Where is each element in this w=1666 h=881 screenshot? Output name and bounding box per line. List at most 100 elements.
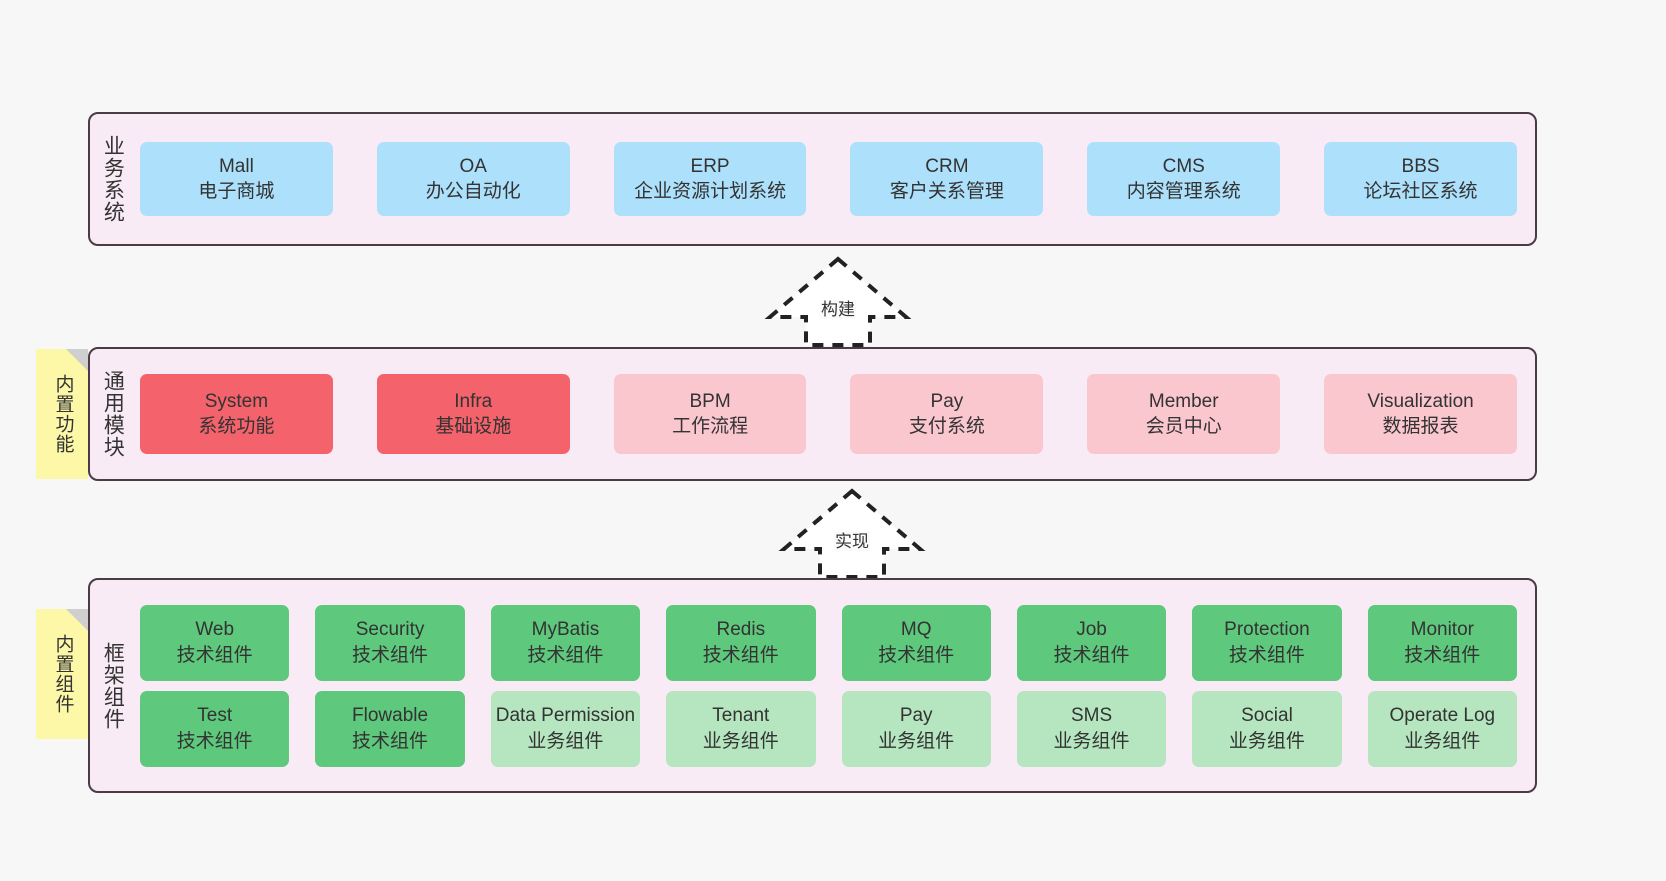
card-subtitle: 技术组件 [1404, 644, 1481, 666]
card-title: Visualization [1367, 390, 1474, 412]
connector-realize-arrow: 实现 [772, 485, 932, 581]
note-builtin-function: 内置功能 [36, 349, 88, 479]
card-erp[interactable]: ERP 企业资源计划系统 [613, 142, 807, 216]
card-subtitle: 企业资源计划系统 [634, 181, 787, 202]
card-title: Redis [716, 619, 766, 641]
card-subtitle: 技术组件 [878, 644, 955, 666]
card-row: Test 技术组件 Flowable 技术组件 Data Permission … [140, 690, 1517, 767]
card-title: Security [355, 619, 425, 641]
layer-label-framework-components: 框架组件 [101, 641, 125, 730]
card-oa[interactable]: OA 办公自动化 [376, 142, 570, 216]
card-data-permission[interactable]: Data Permission 业务组件 [490, 690, 641, 767]
card-title: Protection [1224, 619, 1310, 641]
card-title: CMS [1162, 155, 1205, 177]
card-mybatis[interactable]: MyBatis 技术组件 [490, 604, 641, 681]
card-title: MyBatis [531, 619, 600, 641]
card-title: Test [197, 705, 233, 727]
card-web[interactable]: Web 技术组件 [140, 604, 290, 681]
card-subtitle: 技术组件 [702, 644, 779, 666]
card-subtitle: 数据报表 [1382, 416, 1459, 437]
card-title: Infra [454, 390, 493, 412]
card-subtitle: 业务组件 [527, 730, 604, 752]
card-test[interactable]: Test 技术组件 [140, 690, 290, 767]
card-operate-log[interactable]: Operate Log 业务组件 [1367, 690, 1517, 767]
note-fold-corner-icon [66, 349, 88, 371]
card-flowable[interactable]: Flowable 技术组件 [315, 690, 465, 767]
card-subtitle: 业务组件 [702, 730, 779, 752]
card-pay[interactable]: Pay 支付系统 [850, 374, 1044, 454]
card-subtitle: 办公自动化 [425, 181, 521, 202]
card-subtitle: 内容管理系统 [1126, 181, 1241, 202]
card-cms[interactable]: CMS 内容管理系统 [1087, 142, 1281, 216]
card-title: OA [459, 155, 487, 177]
layer-business-systems: 业务系统 Mall 电子商城 OA 办公自动化 ERP 企业资源计划系统 CRM… [88, 112, 1537, 246]
card-title: Mall [218, 155, 254, 177]
card-title: CRM [925, 155, 969, 177]
card-row: System 系统功能 Infra 基础设施 BPM 工作流程 Pay 支付系统… [140, 374, 1517, 454]
connector-build-arrow: 构建 [758, 253, 918, 349]
card-title: Data Permission [495, 705, 636, 727]
card-row: Mall 电子商城 OA 办公自动化 ERP 企业资源计划系统 CRM 客户关系… [140, 142, 1517, 216]
card-redis[interactable]: Redis 技术组件 [666, 604, 816, 681]
layer-common-modules: 通用模块 System 系统功能 Infra 基础设施 BPM 工作流程 Pay… [88, 347, 1537, 481]
card-subtitle: 业务组件 [1228, 730, 1305, 752]
card-title: Pay [899, 705, 933, 727]
card-subtitle: 技术组件 [352, 644, 429, 666]
card-subtitle: 会员中心 [1145, 416, 1222, 437]
card-subtitle: 技术组件 [527, 644, 604, 666]
card-title: Operate Log [1389, 705, 1496, 727]
card-member[interactable]: Member 会员中心 [1087, 374, 1281, 454]
card-mall[interactable]: Mall 电子商城 [140, 142, 333, 216]
card-subtitle: 业务组件 [1404, 730, 1481, 752]
card-pay-business[interactable]: Pay 业务组件 [841, 690, 991, 767]
card-bbs[interactable]: BBS 论坛社区系统 [1324, 142, 1517, 216]
card-subtitle: 论坛社区系统 [1363, 181, 1478, 202]
card-title: BBS [1401, 155, 1440, 177]
card-title: SMS [1070, 705, 1113, 727]
card-subtitle: 技术组件 [352, 730, 429, 752]
card-title: Web [195, 619, 235, 641]
card-row: Web 技术组件 Security 技术组件 MyBatis 技术组件 Redi… [140, 604, 1517, 681]
card-title: MQ [900, 619, 932, 641]
card-title: Monitor [1410, 619, 1474, 641]
note-builtin-component-text: 内置组件 [52, 634, 74, 714]
card-sms[interactable]: SMS 业务组件 [1016, 690, 1167, 767]
card-crm[interactable]: CRM 客户关系管理 [850, 142, 1044, 216]
card-subtitle: 技术组件 [1053, 644, 1130, 666]
card-title: System [204, 390, 269, 412]
card-security[interactable]: Security 技术组件 [315, 604, 465, 681]
layer-label-common-modules: 通用模块 [101, 370, 125, 458]
card-title: Job [1076, 619, 1107, 641]
card-monitor[interactable]: Monitor 技术组件 [1367, 604, 1517, 681]
note-fold-corner-icon [66, 609, 88, 631]
card-protection[interactable]: Protection 技术组件 [1192, 604, 1342, 681]
card-subtitle: 客户关系管理 [889, 181, 1004, 202]
card-subtitle: 电子商城 [198, 181, 275, 202]
layer-body-framework-components: Web 技术组件 Security 技术组件 MyBatis 技术组件 Redi… [134, 580, 1535, 791]
card-subtitle: 业务组件 [1053, 730, 1130, 752]
card-social[interactable]: Social 业务组件 [1192, 690, 1342, 767]
card-title: Member [1148, 390, 1219, 412]
card-visualization[interactable]: Visualization 数据报表 [1324, 374, 1517, 454]
card-title: Tenant [712, 705, 770, 727]
note-builtin-function-text: 内置功能 [52, 374, 74, 454]
card-title: Pay [930, 390, 964, 412]
card-subtitle: 基础设施 [435, 416, 512, 437]
card-subtitle: 技术组件 [1228, 644, 1305, 666]
card-infra[interactable]: Infra 基础设施 [376, 374, 570, 454]
card-subtitle: 技术组件 [176, 730, 253, 752]
card-bpm[interactable]: BPM 工作流程 [613, 374, 807, 454]
card-job[interactable]: Job 技术组件 [1016, 604, 1167, 681]
card-subtitle: 支付系统 [908, 416, 985, 437]
card-title: BPM [689, 390, 731, 412]
card-system[interactable]: System 系统功能 [140, 374, 333, 454]
card-subtitle: 业务组件 [878, 730, 955, 752]
card-title: Flowable [352, 705, 429, 727]
card-subtitle: 系统功能 [198, 416, 275, 437]
layer-label-business-systems: 业务系统 [101, 135, 125, 223]
card-tenant[interactable]: Tenant 业务组件 [666, 690, 816, 767]
card-subtitle: 工作流程 [672, 416, 749, 437]
layer-body-business-systems: Mall 电子商城 OA 办公自动化 ERP 企业资源计划系统 CRM 客户关系… [134, 114, 1535, 244]
card-mq[interactable]: MQ 技术组件 [841, 604, 991, 681]
